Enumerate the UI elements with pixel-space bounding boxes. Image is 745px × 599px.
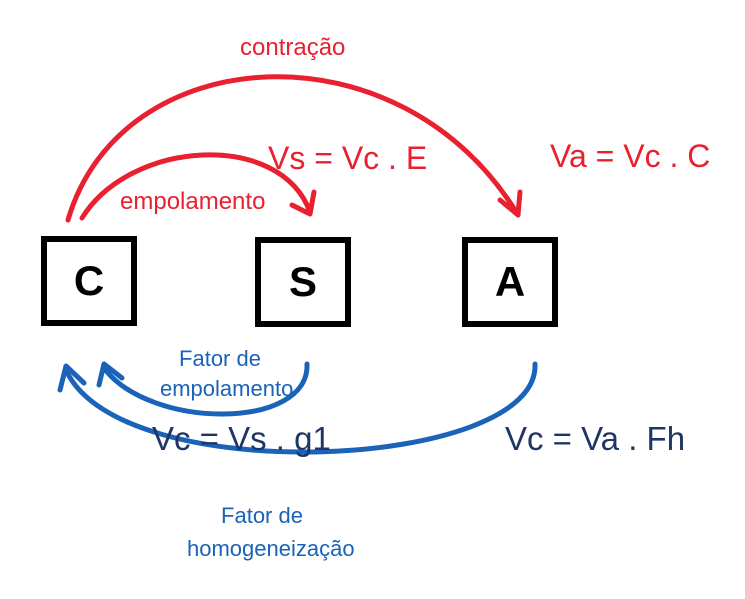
node-a: A	[462, 237, 558, 327]
label-contracao: contração	[240, 34, 346, 61]
formula-vc-va: Vc = Va . Fh	[505, 420, 686, 457]
arrowhead-contracao	[497, 189, 523, 218]
node-s: S	[255, 237, 351, 327]
arrow-contracao	[65, 74, 521, 223]
arrow-fator-empolamento	[101, 361, 310, 417]
label-fator-empolamento-2: empolamento	[160, 376, 294, 401]
arrowhead-fator-empolamento	[96, 361, 125, 388]
label-fator-homogeneizacao-2: homogeneização	[187, 536, 355, 561]
arrowhead-fator-homogeneizacao	[57, 363, 87, 393]
formula-vs: Vs = Vc . E	[268, 140, 428, 176]
formula-vc-vs: Vc = Vs . g1	[152, 420, 331, 457]
formula-va: Va = Vc . C	[550, 138, 711, 174]
label-fator-empolamento-1: Fator de	[179, 346, 261, 371]
arrow-fator-homogeneizacao	[63, 361, 538, 455]
label-empolamento: empolamento	[120, 188, 266, 215]
arrowhead-empolamento	[289, 189, 317, 217]
label-fator-homogeneizacao-1: Fator de	[221, 503, 303, 528]
node-c: C	[41, 236, 137, 326]
arrow-empolamento	[79, 152, 313, 221]
